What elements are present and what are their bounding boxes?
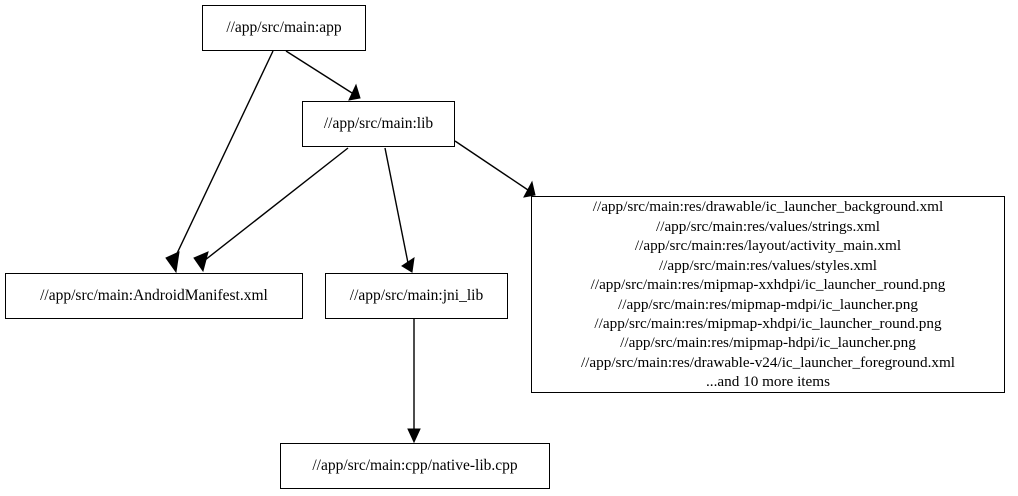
graph-node-native-lib[interactable]: //app/src/main:cpp/native-lib.cpp [280, 443, 550, 489]
graph-node-androidmanifest[interactable]: //app/src/main:AndroidManifest.xml [5, 273, 303, 319]
graph-edge [171, 50, 274, 265]
graph-node-lib[interactable]: //app/src/main:lib [302, 101, 455, 147]
node-label: //app/src/main:AndroidManifest.xml [40, 287, 268, 305]
graph-node-res-group[interactable]: //app/src/main:res/drawable/ic_launcher_… [531, 196, 1005, 393]
graph-edge-arrowhead [523, 180, 536, 198]
graph-edge [199, 147, 349, 265]
node-label: //app/src/main:res/drawable/ic_launcher_… [580, 198, 956, 391]
node-label: //app/src/main:app [226, 19, 342, 37]
graph-edge-arrowhead [348, 83, 361, 101]
graph-node-jni-lib[interactable]: //app/src/main:jni_lib [325, 273, 508, 319]
graph-edge-arrowhead [193, 251, 209, 273]
graph-edge [384, 147, 409, 264]
node-label: //app/src/main:jni_lib [349, 287, 484, 305]
graph-edge-arrowhead [401, 256, 415, 273]
node-label: //app/src/main:cpp/native-lib.cpp [312, 457, 518, 475]
graph-node-app[interactable]: //app/src/main:app [202, 5, 366, 51]
graph-edge-arrowhead [165, 251, 180, 274]
graph-edge [285, 50, 353, 94]
node-label: //app/src/main:lib [323, 115, 434, 133]
graph-edge-arrowhead [407, 428, 421, 444]
graph-edge [454, 140, 529, 191]
